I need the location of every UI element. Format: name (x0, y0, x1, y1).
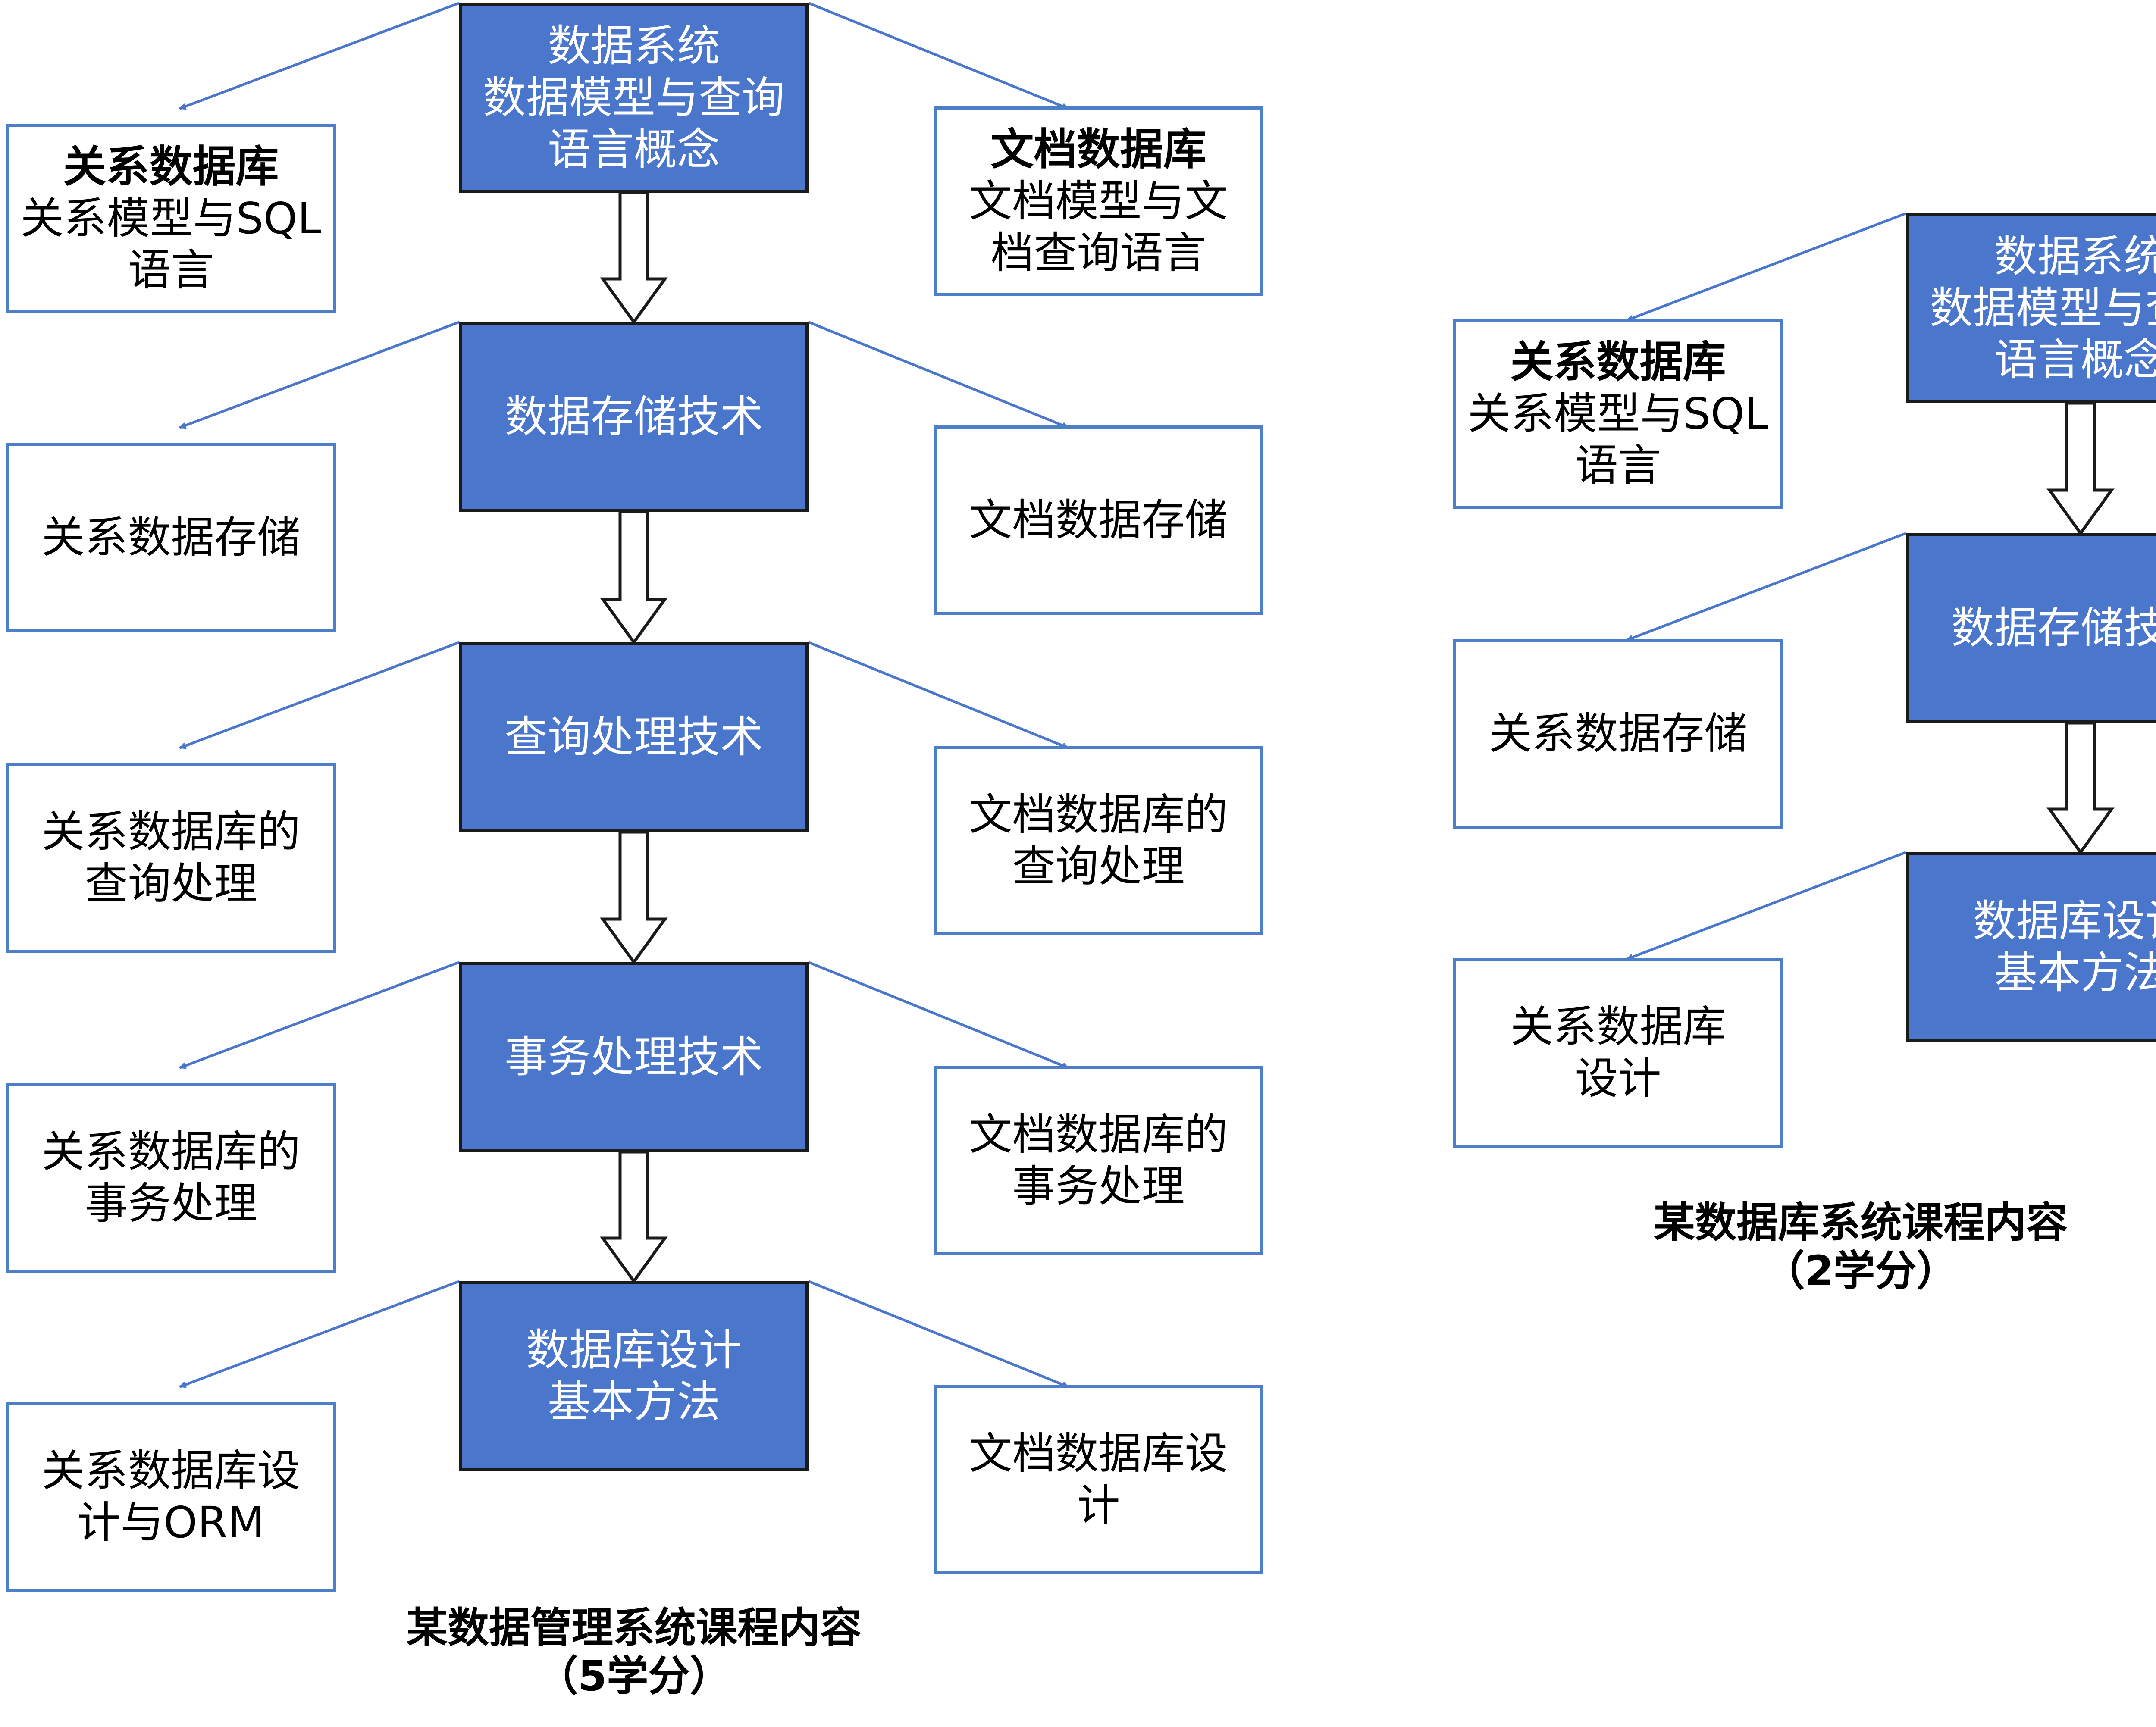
left-core-box-line: 数据系统 (548, 21, 720, 71)
right-core-box-line: 语言概念 (1994, 335, 2156, 385)
right-core-box-line: 数据系统 (1994, 231, 2156, 282)
right-link-relational (1626, 851, 1907, 960)
left-link-relational (179, 1280, 460, 1388)
left-relational-box: 关系数据存储 (6, 443, 336, 632)
left-document-box-title: 文档数据库 (990, 124, 1206, 175)
left-core-box: 数据系统数据模型与查询语言概念 (459, 3, 808, 193)
left-document-box: 文档数据库设计 (934, 1385, 1263, 1574)
right-flow-arrow (2046, 721, 2115, 855)
left-course-caption: 某数据管理系统课程内容（5学分） (259, 1604, 1009, 1700)
right-core-box-line: 数据存储技术 (1951, 603, 2156, 653)
right-core-box: 数据存储技术 (1906, 533, 2156, 723)
left-document-box-line: 档查询语言 (990, 228, 1206, 278)
left-document-box-line: 文档数据存储 (969, 495, 1228, 545)
left-relational-box: 关系数据库设计与ORM (6, 1402, 336, 1592)
right-relational-box-line: 关系模型与SQL (1467, 388, 1769, 439)
left-core-box: 数据存储技术 (459, 322, 808, 512)
left-course-caption-line: 某数据管理系统课程内容 (406, 1604, 862, 1652)
right-relational-box: 关系数据库设计 (1453, 958, 1783, 1148)
left-relational-box-line: 语言 (128, 245, 214, 295)
right-relational-box-title: 关系数据库 (1510, 337, 1726, 387)
left-relational-box-line: 关系数据库设 (41, 1445, 301, 1496)
left-document-box: 文档数据库的查询处理 (934, 746, 1263, 935)
left-flow-arrow (600, 830, 668, 965)
left-core-box-line: 事务处理技术 (505, 1032, 763, 1082)
right-course-caption-line: 某数据库系统课程内容 (1654, 1198, 2068, 1247)
left-link-document (808, 1280, 1069, 1388)
left-link-relational (179, 961, 460, 1069)
left-document-box-line: 查询处理 (1012, 841, 1185, 892)
right-relational-box-line: 设计 (1575, 1053, 1661, 1104)
left-core-box: 数据库设计基本方法 (459, 1281, 808, 1471)
left-document-box-line: 事务处理 (1012, 1161, 1185, 1211)
left-flow-arrow (600, 510, 668, 645)
left-document-box: 文档数据库文档模型与文档查询语言 (934, 106, 1263, 296)
right-relational-box-line: 关系数据库 (1510, 1001, 1726, 1052)
left-document-box-line: 文档数据库的 (969, 1109, 1228, 1160)
left-link-document (808, 961, 1069, 1069)
left-document-box-line: 文档模型与文 (969, 176, 1228, 226)
left-relational-box-line: 关系数据库的 (41, 807, 301, 857)
left-core-box-line: 数据库设计 (526, 1325, 742, 1375)
left-link-relational (179, 321, 460, 429)
left-document-box-line: 计 (1077, 1480, 1120, 1530)
left-core-box: 事务处理技术 (459, 962, 808, 1152)
left-relational-box-line: 事务处理 (85, 1178, 257, 1229)
left-document-box: 文档数据存储 (934, 425, 1263, 615)
left-relational-box-line: 关系数据库的 (41, 1126, 301, 1177)
right-flow-arrow (2046, 401, 2115, 536)
right-relational-box-line: 关系数据存储 (1489, 708, 1748, 759)
left-core-box: 查询处理技术 (459, 642, 808, 832)
left-core-box-line: 数据模型与查询 (483, 72, 785, 123)
right-link-relational (1626, 212, 1907, 322)
left-document-box-line: 文档数据库的 (969, 789, 1228, 840)
left-core-box-line: 语言概念 (548, 124, 720, 175)
left-core-box-line: 查询处理技术 (505, 712, 763, 762)
left-link-relational (179, 2, 460, 110)
left-link-relational (179, 641, 460, 749)
right-course-caption-line: （2学分） (1763, 1247, 1958, 1295)
left-relational-box: 关系数据库的事务处理 (6, 1083, 336, 1273)
right-relational-box: 关系数据存储 (1453, 639, 1783, 829)
left-link-document (808, 641, 1069, 749)
right-relational-box-line: 语言 (1575, 440, 1661, 491)
right-core-box-line: 数据模型与查询 (1930, 283, 2156, 333)
left-core-box-line: 数据存储技术 (505, 391, 763, 442)
right-link-relational (1626, 532, 1907, 641)
left-relational-box-line: 关系模型与SQL (20, 193, 322, 244)
right-course-caption: 某数据库系统课程内容（2学分） (1591, 1198, 2130, 1295)
left-document-box: 文档数据库的事务处理 (934, 1066, 1263, 1255)
right-core-box-line: 数据库设计 (1973, 896, 2156, 946)
left-document-box-line: 文档数据库设 (969, 1428, 1228, 1479)
left-relational-box-title: 关系数据库 (63, 141, 279, 192)
left-link-document (808, 2, 1069, 110)
right-core-box-line: 基本方法 (1994, 948, 2156, 998)
left-relational-box: 关系数据库的查询处理 (6, 763, 336, 953)
left-relational-box-line: 查询处理 (85, 858, 257, 909)
left-relational-box-line: 关系数据存储 (41, 512, 301, 563)
left-flow-arrow (600, 191, 668, 325)
left-relational-box-line: 计与ORM (77, 1497, 265, 1548)
left-link-document (808, 321, 1069, 429)
left-core-box-line: 基本方法 (548, 1377, 720, 1427)
left-course-caption-line: （5学分） (536, 1652, 731, 1700)
left-flow-arrow (600, 1150, 668, 1284)
